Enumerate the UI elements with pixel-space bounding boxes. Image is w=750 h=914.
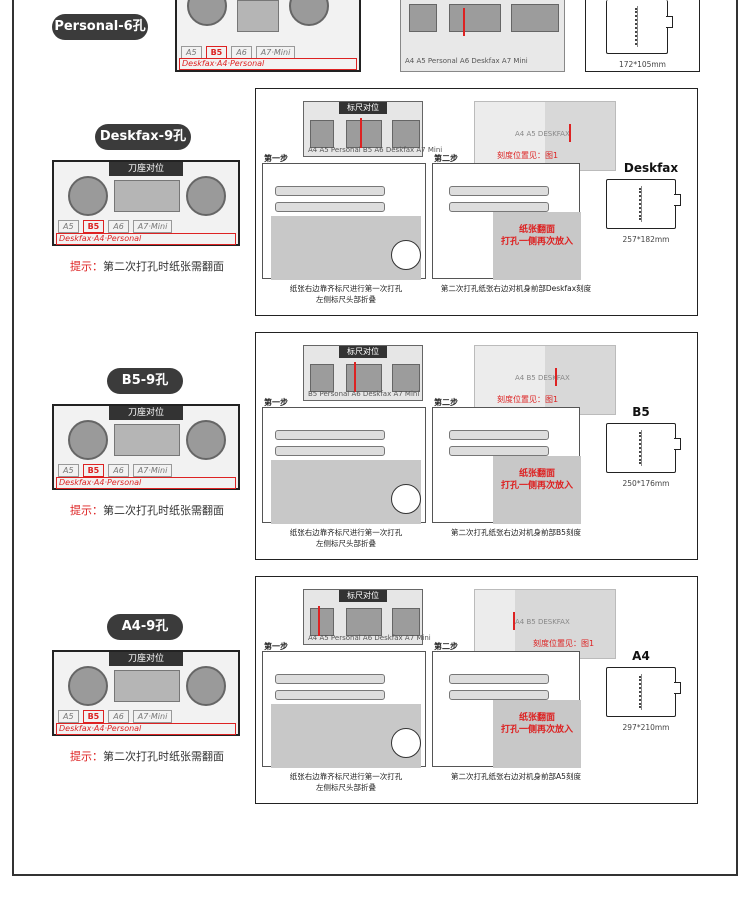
step1-label: 第一步 (264, 398, 288, 407)
section-pill: B5-9孔 (107, 368, 183, 394)
book-size: 297*210mm (622, 723, 670, 732)
machine-header: 刀座对位 (109, 406, 183, 420)
outer-frame (12, 0, 738, 876)
book-size: 257*182mm (622, 235, 670, 244)
ruler-image: A4 B5 DESKFAX 刻度位置见：图1 (474, 589, 616, 659)
instruction-panel: 标尺对位 B5 Personal A6 Deskfax A7 Mini 第一步 … (255, 332, 698, 560)
book-icon (606, 423, 681, 473)
step1-label: 第一步 (264, 642, 288, 651)
section-pill-personal: Personal-6孔 (52, 14, 148, 40)
step2-caption: 第二次打孔纸张右边对机身前部A5刻度 (451, 772, 581, 781)
scale-alignment-image: 标尺对位 A4 A5 Personal A6 Deskfax A7 Mini (303, 589, 431, 645)
scale-alignment-image: 标尺对位 B5 Personal A6 Deskfax A7 Mini (303, 345, 423, 401)
book-icon (606, 667, 681, 717)
book-icon (606, 179, 681, 229)
ruler-image: A4 A5 DESKFAX 刻度位置见：图1 (474, 101, 616, 171)
book-size: 250*176mm (622, 479, 670, 488)
step1-diagram (262, 163, 426, 280)
step1-caption: 纸张右边靠齐标尺进行第一次打孔左侧标尺头部折叠 (289, 528, 403, 548)
top-scale-image: A4 A5 Personal A6 Deskfax A7 Mini (400, 0, 565, 72)
step2-diagram: 纸张翻面打孔一侧再次放入 (432, 407, 581, 524)
step1-caption: 纸张右边靠齐标尺进行第一次打孔左侧标尺头部折叠 (289, 772, 403, 792)
book-name: Deskfax (623, 161, 679, 175)
section-pill: A4-9孔 (107, 614, 183, 640)
scale-alignment-image: 标尺对位 A4 A5 Personal B5 A6 Deskfax A7 Min… (303, 101, 442, 157)
step1-caption: 纸张右边靠齐标尺进行第一次打孔左侧标尺头部折叠 (289, 284, 403, 304)
step2-diagram: 纸张翻面打孔一侧再次放入 (432, 163, 581, 280)
book-name: A4 (632, 649, 650, 663)
step2-diagram: 纸张翻面打孔一侧再次放入 (432, 651, 581, 768)
top-book-panel: 172*105mm (585, 0, 700, 72)
tip-text: 提示：第二次打孔时纸张需翻面 (70, 750, 224, 763)
section-pill: Deskfax-9孔 (95, 124, 191, 150)
step1-diagram (262, 407, 426, 524)
instruction-panel: 标尺对位 A4 A5 Personal B5 A6 Deskfax A7 Min… (255, 88, 698, 316)
step1-diagram (262, 651, 426, 768)
ruler-image: A4 B5 DESKFAX 刻度位置见：图1 (474, 345, 616, 415)
tip-text: 提示：第二次打孔时纸张需翻面 (70, 504, 224, 517)
book-name: B5 (632, 405, 650, 419)
step2-caption: 第二次打孔纸张右边对机身前部Deskfax刻度 (440, 284, 592, 293)
step2-caption: 第二次打孔纸张右边对机身前部B5刻度 (451, 528, 581, 537)
step2-label: 第二步 (434, 154, 458, 163)
machine-header: 刀座对位 (109, 652, 183, 666)
instruction-panel: 标尺对位 A4 A5 Personal A6 Deskfax A7 Mini 第… (255, 576, 698, 804)
step2-label: 第二步 (434, 398, 458, 407)
tip-text: 提示：第二次打孔时纸张需翻面 (70, 260, 224, 273)
step1-label: 第一步 (264, 154, 288, 163)
step2-label: 第二步 (434, 642, 458, 651)
machine-header: 刀座对位 (109, 162, 183, 176)
